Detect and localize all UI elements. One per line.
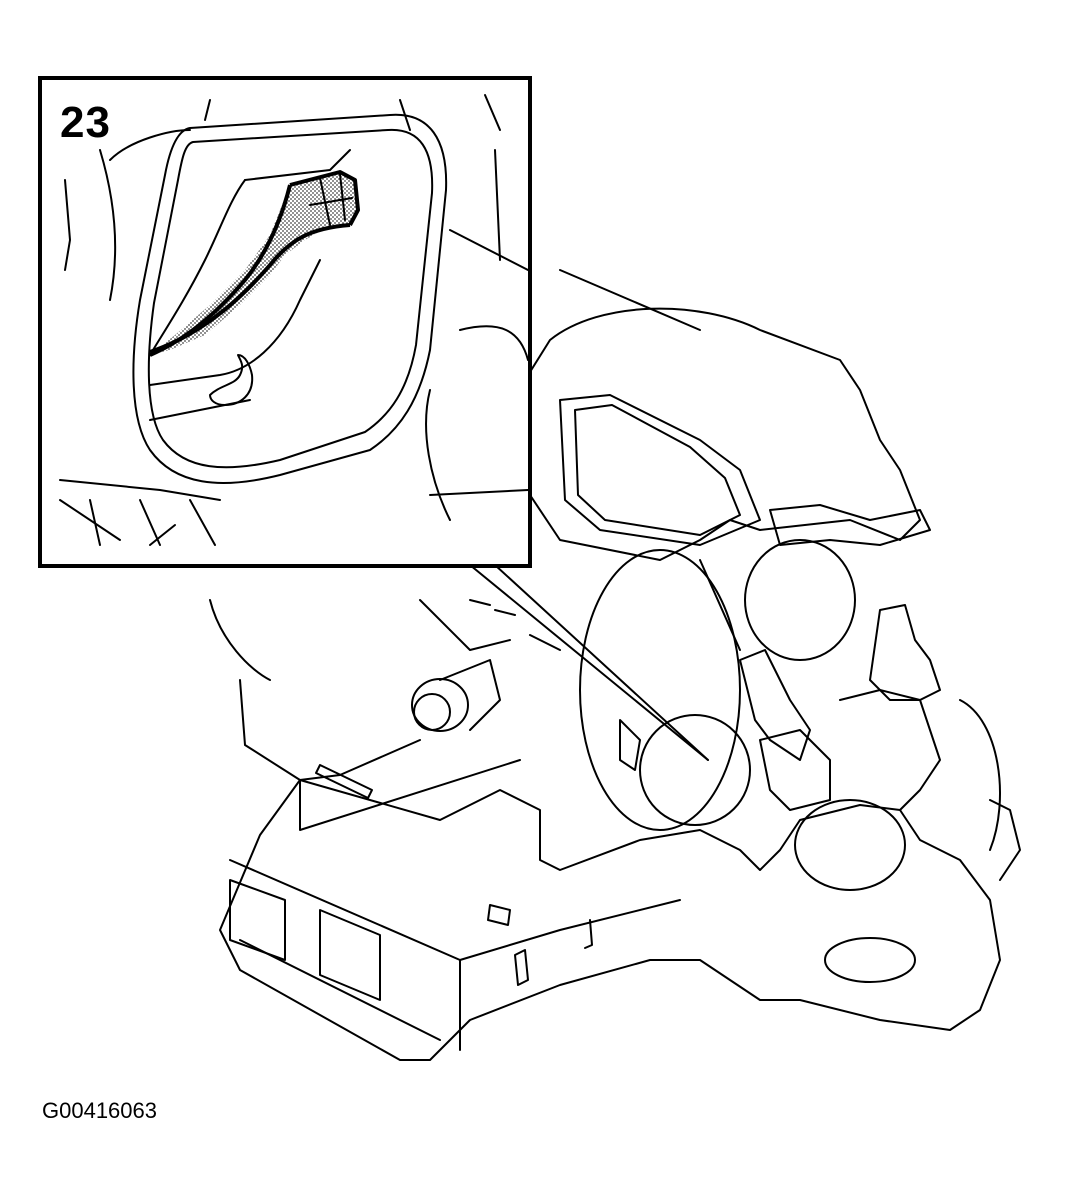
detail-inset [38, 76, 532, 568]
figure-id-label: G00416063 [42, 1098, 157, 1123]
inset-number-label: 23 [60, 98, 111, 147]
main-assembly [209, 269, 1021, 1061]
